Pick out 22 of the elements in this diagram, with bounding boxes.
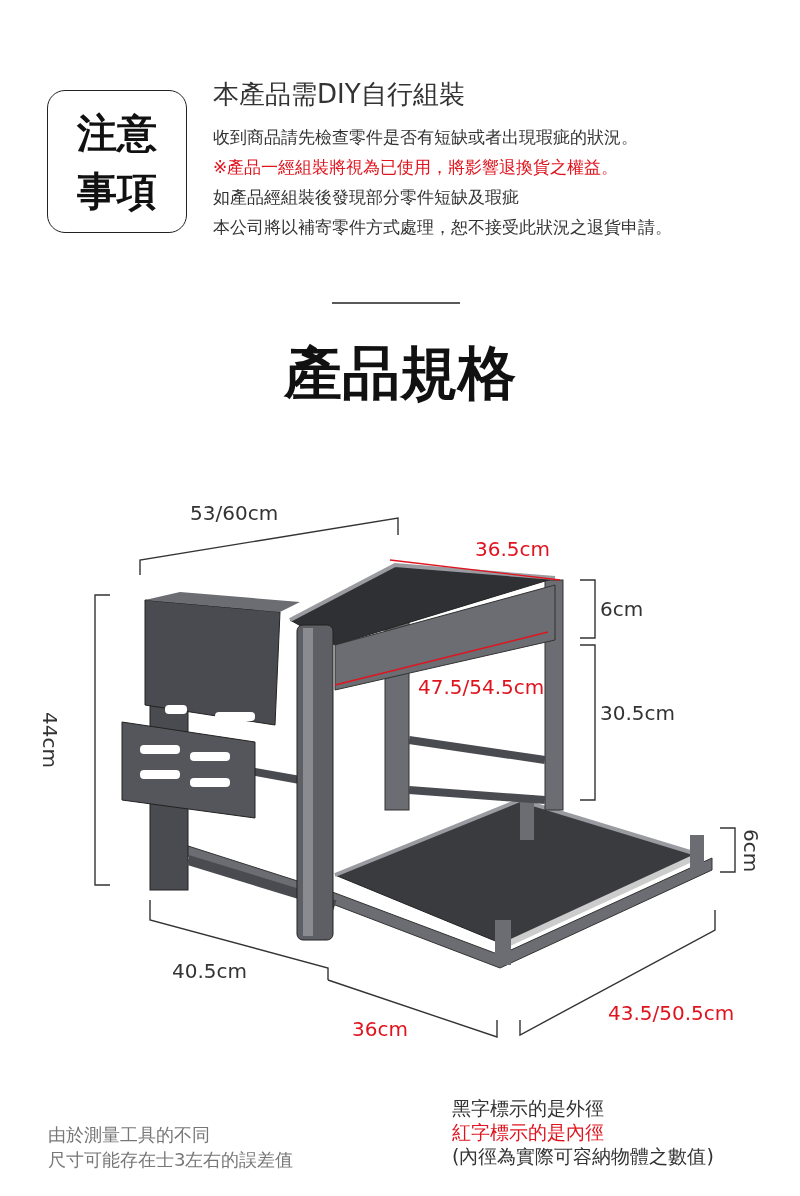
dimension-label: 40.5cm <box>172 960 247 983</box>
dimension-label: 36cm <box>352 1018 408 1041</box>
note-text: 紅字標示的是內徑 <box>452 1122 604 1144</box>
page-title: 產品規格 <box>282 340 517 407</box>
dimension-label: 53/60cm <box>190 502 279 525</box>
dimension-label: 30.5cm <box>600 702 675 725</box>
warning-text: ※產品一經組裝將視為已使用，將影響退換貨之權益。 <box>213 158 619 178</box>
dimension-label: 47.5/54.5cm <box>418 676 545 699</box>
note-text: 由於測量工具的不同 <box>48 1125 210 1146</box>
dimension-label: 6cm <box>600 598 644 621</box>
dimension-label: 43.5/50.5cm <box>608 1002 735 1025</box>
notice-text: 收到商品請先檢查零件是否有短缺或者出現瑕疵的狀況。 <box>213 128 638 148</box>
dimension-label: 44cm <box>40 712 60 768</box>
notice-text: 如產品經組裝後發現部分零件短缺及瑕疵 <box>213 188 519 208</box>
note-text: 尺寸可能存在士3左右的誤差值 <box>48 1150 294 1171</box>
notice-box: 注意事項 <box>47 90 187 233</box>
note-text: (內徑為實際可容納物體之數值) <box>452 1146 714 1168</box>
dimension-label: 6cm <box>741 828 761 872</box>
notice-text: 本公司將以補寄零件方式處理，恕不接受此狀況之退貨申請。 <box>213 218 672 238</box>
dimension-label: 36.5cm <box>475 538 550 561</box>
notice-heading: 本產品需DIY自行組裝 <box>213 80 465 110</box>
note-text: 黑字標示的是外徑 <box>452 1098 604 1120</box>
